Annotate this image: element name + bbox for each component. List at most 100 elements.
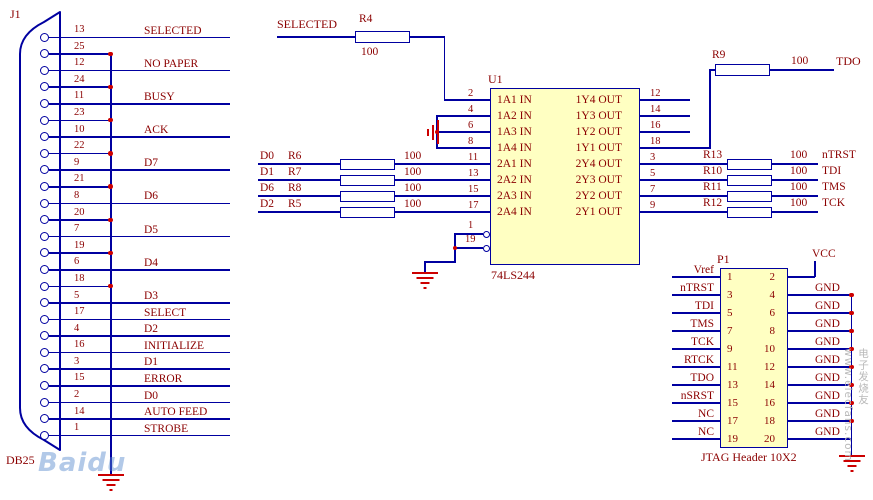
pin-number: 17 — [74, 306, 85, 318]
resistor-body — [727, 158, 772, 170]
pin-number: 10 — [764, 343, 775, 355]
wire — [788, 438, 852, 440]
wire — [788, 276, 815, 278]
pin-hole — [40, 231, 49, 241]
j1-type-label: DB25 — [6, 453, 35, 467]
wire — [437, 131, 490, 133]
p1-pin-row: nSRST 15 16 GND — [672, 390, 858, 412]
resistor-value: 100 — [404, 150, 422, 162]
pin-hole — [40, 347, 49, 357]
wire — [258, 179, 340, 181]
wire — [258, 211, 340, 213]
junction-dot — [108, 250, 113, 256]
pin-hole — [40, 364, 49, 374]
resistor-value: 100 — [404, 198, 422, 210]
u1-pin-number: 19 — [465, 234, 476, 245]
pin-number: 23 — [74, 106, 85, 118]
site-watermark-name: 电子发烧友 — [857, 348, 869, 406]
wire — [49, 69, 230, 72]
wire — [672, 438, 720, 440]
junction-dot — [849, 346, 854, 352]
wire — [258, 163, 340, 165]
u1-left-pin-row: 13 2A2 IN — [465, 168, 595, 188]
resistor-ref: R13 — [703, 149, 723, 161]
net-label: nTRST — [822, 149, 856, 161]
net-label: NO PAPER — [144, 57, 199, 70]
net-label: D2 — [260, 198, 275, 210]
wire — [640, 195, 727, 197]
pin-number: 8 — [74, 189, 80, 201]
wire — [49, 136, 230, 138]
pin-number: 2 — [769, 271, 776, 283]
pin-name: 2Y3 OUT — [575, 174, 622, 186]
pin-name: nSRST — [680, 390, 714, 402]
wire — [455, 233, 483, 235]
pin-hole — [40, 414, 49, 424]
pin-name: 1A4 IN — [497, 142, 532, 154]
wire — [709, 69, 717, 71]
wire — [437, 115, 490, 117]
p1-part-label: JTAG Header 10X2 — [701, 450, 797, 464]
junction-dot — [108, 84, 113, 90]
net-label: INITIALIZE — [144, 339, 205, 352]
wire — [672, 384, 720, 386]
net-label: ERROR — [144, 372, 183, 385]
pin-number: 19 — [727, 433, 738, 445]
wire — [49, 318, 230, 321]
pin-number: 6 — [468, 120, 474, 131]
net-label: D0 — [144, 389, 159, 402]
junction-dot — [108, 51, 113, 57]
pin-name: Vref — [693, 264, 714, 276]
pin-hole — [40, 148, 49, 158]
pin-name: 2Y4 OUT — [575, 158, 622, 170]
junction-dot — [108, 151, 113, 156]
wire — [455, 247, 483, 249]
u1-right-pin-row: 1Y4 OUT 12 — [490, 88, 662, 108]
wire — [772, 211, 818, 213]
wire — [772, 195, 818, 197]
net-label: D2 — [144, 323, 159, 336]
resistor-r9-ref: R9 — [712, 49, 726, 61]
p1-pin-row: RTCK 11 12 GND — [672, 354, 858, 376]
pin-hole — [40, 430, 49, 440]
net-label: GND — [815, 408, 840, 420]
pin-number: 9 — [74, 156, 80, 168]
pin-number: 15 — [74, 372, 85, 384]
wire — [49, 36, 230, 39]
pin-number: 16 — [74, 339, 85, 351]
pin-number: 24 — [74, 73, 85, 85]
net-label: SELECTED — [144, 24, 202, 37]
resistor-r4-body — [355, 31, 410, 43]
wire — [770, 69, 834, 71]
wire — [640, 163, 727, 165]
wire — [49, 302, 230, 304]
pin-number: 3 — [727, 289, 733, 301]
wire — [672, 312, 720, 314]
j1-pin-row: 8 D6 — [38, 189, 250, 208]
j1-pin-row: 24 — [38, 73, 250, 92]
junction-dot — [108, 283, 113, 289]
u1-left-pin-row: 4 1A2 IN — [465, 104, 595, 124]
resistor-value: 100 — [404, 182, 422, 194]
net-label: GND — [815, 336, 840, 348]
p1-pin-rows: Vref 1 2 VCC nTRST 3 4 GND TDI 5 6 GND T… — [672, 248, 858, 448]
pin-number: 5 — [74, 289, 80, 301]
pin-number: 20 — [74, 206, 85, 218]
pin-number: 2 — [468, 88, 474, 99]
pin-hole — [40, 82, 49, 92]
junction-dot — [108, 184, 113, 189]
resistor-value: 100 — [790, 149, 808, 161]
p1-pin-row: NC 19 20 GND — [672, 426, 858, 448]
ground-symbol — [411, 272, 439, 292]
pin-hole — [40, 397, 49, 407]
p1-pin-row: NC 17 18 GND — [672, 408, 858, 430]
resistor-body — [727, 206, 772, 218]
wire — [444, 99, 490, 101]
pin-number: 25 — [74, 40, 85, 52]
j1-pin-row: 5 D3 — [38, 289, 250, 308]
pin-name: TDO — [690, 372, 714, 384]
wire — [788, 294, 852, 296]
ground-symbol — [97, 474, 125, 494]
u1-left-pin-row: 8 1A4 IN — [465, 136, 595, 156]
pin-number: 14 — [74, 405, 85, 417]
